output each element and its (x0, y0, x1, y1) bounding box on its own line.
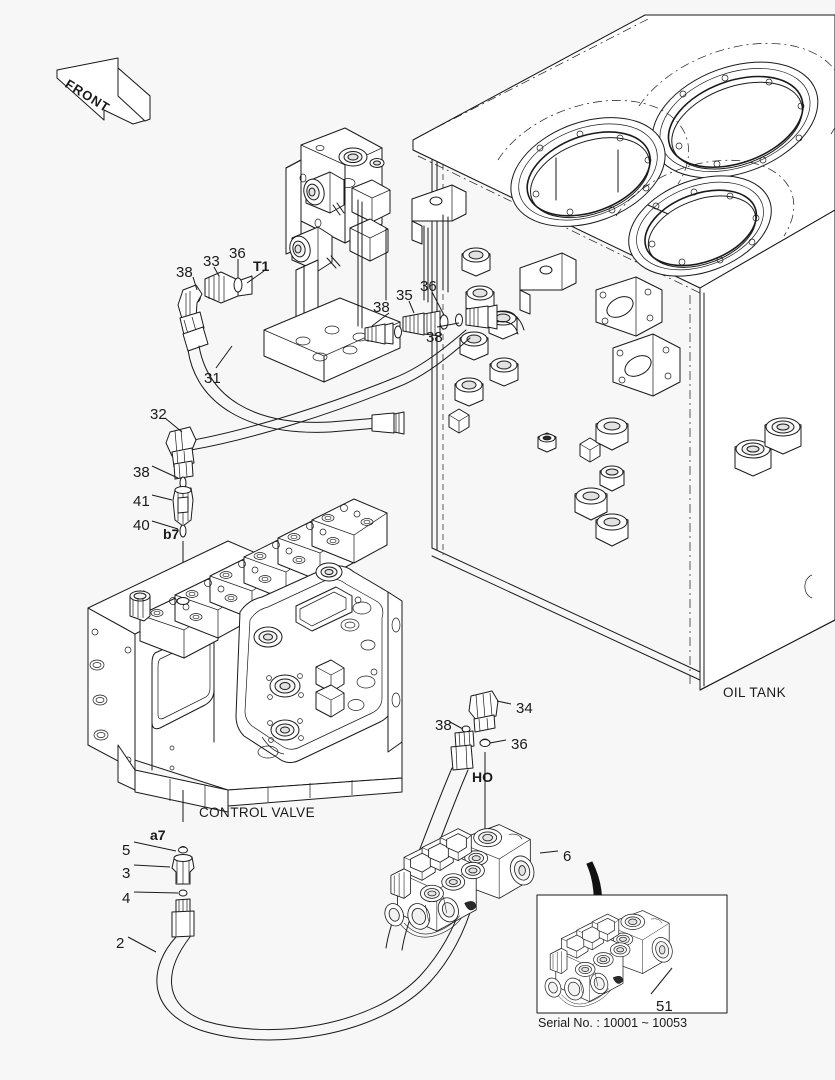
control-valve-caption: CONTROL VALVE (199, 805, 315, 820)
ho-fitting-group (385, 690, 499, 951)
valve-center-casting (235, 562, 394, 764)
hose-31-elbow (177, 284, 209, 352)
callout-3: 3 (122, 865, 131, 882)
inset-detail-box (536, 894, 728, 1014)
port-label-b7: b7 (163, 526, 180, 542)
hose-31-graphic (177, 271, 405, 435)
check-valve-stack (172, 476, 194, 600)
hose-31-right-end (371, 411, 405, 435)
control-valve-graphic (87, 498, 403, 822)
elbow-34 (468, 690, 499, 733)
port-label-t1: T1 (253, 258, 270, 274)
adapter-3 (171, 854, 195, 885)
solenoid-valve-graphic (384, 824, 535, 938)
boss-fitting-upper (303, 171, 345, 214)
port-label-a7: a7 (150, 827, 166, 843)
fitting-38-left (364, 322, 402, 345)
tank-flange-boss-upper (595, 276, 663, 337)
tank-port-bosses (448, 247, 802, 547)
callout-5: 5 (122, 842, 131, 859)
a7-fitting-stack (156, 846, 475, 1041)
callout-38-t1: 38 (176, 264, 193, 281)
hose-32-graphic (165, 329, 471, 480)
callout-40: 40 (133, 517, 150, 534)
union-35 (402, 310, 441, 337)
oil-tank-graphic (411, 14, 835, 691)
callout-38-check: 38 (133, 464, 150, 481)
oil-tank-caption: OIL TANK (723, 685, 786, 700)
callout-38-mid-right: 38 (426, 329, 443, 346)
callout-36-ho: 36 (511, 736, 528, 753)
relief-cartridge (129, 590, 151, 622)
ho-connector (450, 730, 475, 771)
serial-note: Serial No. : 10001 ~ 10053 (538, 1016, 688, 1030)
hose-32-elbow-left (165, 426, 197, 480)
callout-34: 34 (516, 700, 533, 717)
callout-31: 31 (204, 370, 221, 387)
callout-4: 4 (122, 890, 131, 907)
tank-flange-openings (497, 43, 835, 277)
callout-36-t1: 36 (229, 245, 246, 262)
callout-32: 32 (150, 406, 167, 423)
callout-35: 35 (396, 287, 413, 304)
tank-flange-boss-lower (612, 333, 681, 397)
callout-38-ho: 38 (435, 717, 452, 734)
valve-spool-sections (139, 498, 388, 659)
fitting-33 (204, 271, 253, 304)
tank-bracket-upper (411, 184, 467, 303)
callout-6: 6 (563, 848, 572, 865)
front-arrow-graphic (56, 57, 151, 125)
callout-leader-lines (127, 259, 559, 953)
callout-36-mid: 36 (420, 278, 437, 295)
callout-51: 51 (656, 998, 673, 1015)
callout-41: 41 (133, 493, 150, 510)
callout-33: 33 (203, 253, 220, 270)
upper-valve-block-graphic (263, 127, 401, 383)
hose-2-upper-end (171, 898, 195, 938)
callout-2: 2 (116, 935, 125, 952)
fitting-38-right (465, 304, 498, 330)
boss-fitting-lower (289, 226, 333, 272)
hex-fitting-b (349, 218, 389, 262)
callout-38-mid-left: 38 (373, 299, 390, 316)
middle-fitting-group (364, 304, 525, 345)
port-label-ho: HO (472, 769, 493, 785)
tank-bracket-lower (519, 252, 577, 315)
